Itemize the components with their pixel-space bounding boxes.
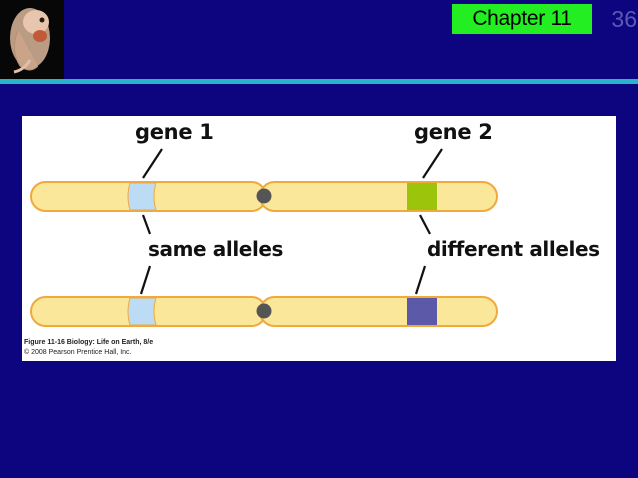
top-chromosome — [30, 181, 498, 212]
figure-credit-line2: © 2008 Pearson Prentice Hall, Inc. — [24, 349, 132, 356]
different-alleles-lower-line — [414, 265, 427, 295]
bottom-gene1-allele — [127, 297, 157, 326]
top-gene2-allele — [407, 183, 437, 210]
top-chromosome-right-arm — [259, 181, 498, 212]
figure-credit-line1: Figure 11-16 Biology: Life on Earth, 8/e — [24, 339, 154, 346]
bottom-gene2-allele — [407, 298, 437, 325]
bottom-centromere — [256, 303, 272, 319]
same-alleles-lower-line — [139, 265, 152, 295]
header-divider — [0, 79, 638, 84]
chromosome-figure: gene 1 gene 2 same alleles different all… — [22, 116, 616, 361]
gene1-leader-line — [142, 148, 163, 179]
different-alleles-upper-line — [419, 214, 431, 235]
slide-number: 36 — [611, 6, 637, 32]
bottom-chromosome-right-arm — [259, 296, 498, 327]
same-alleles-upper-line — [141, 214, 152, 235]
same-alleles-label: same alleles — [148, 237, 284, 261]
gene1-label: gene 1 — [135, 120, 214, 144]
different-alleles-label: different alleles — [427, 237, 600, 261]
embryo-thumbnail-image — [0, 0, 64, 80]
chapter-label: Chapter 11 — [452, 4, 592, 34]
top-centromere — [256, 188, 272, 204]
chromosome-diagram — [30, 148, 498, 327]
gene2-leader-line — [422, 148, 443, 179]
top-gene1-allele — [127, 182, 157, 211]
bottom-chromosome — [30, 296, 498, 327]
gene2-label: gene 2 — [414, 120, 493, 144]
